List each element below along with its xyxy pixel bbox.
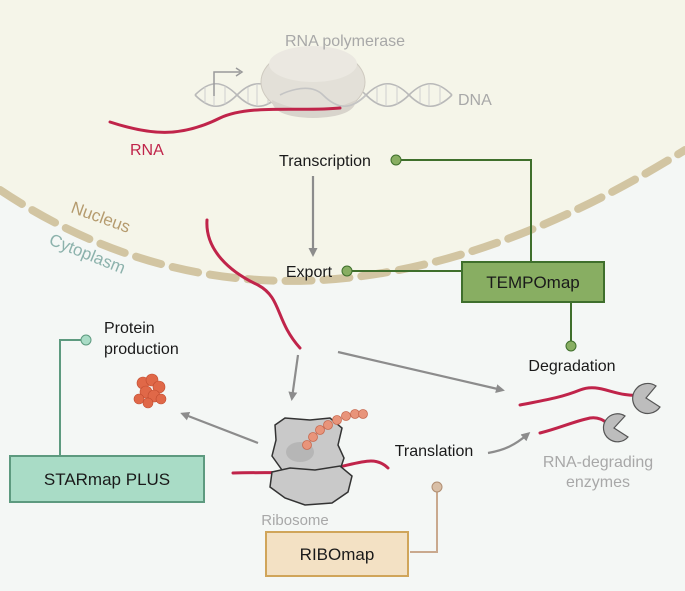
dna-label: DNA: [458, 92, 492, 109]
ribomap-connector: [410, 488, 438, 553]
protein-production-label-line2: production: [104, 341, 179, 358]
nascent-peptide-chain: [302, 409, 368, 450]
protein-production-label-line1: Protein: [104, 320, 155, 337]
starmap-plus-label: STARmap PLUS: [44, 470, 170, 489]
rna-degrading-enzymes-label-line1: RNA-degrading: [543, 454, 653, 471]
tempomap-transcription-dot: [390, 154, 402, 166]
tempomap-label: TEMPOmap: [486, 273, 580, 292]
transcription-start-arrow-icon: [213, 67, 244, 96]
rna-label: RNA: [130, 142, 164, 159]
ribomap-label: RIBOmap: [300, 545, 375, 564]
rna-polymerase-label: RNA polymerase: [285, 33, 405, 50]
tempomap-export-dot: [341, 265, 353, 277]
starmap-protein-dot: [80, 334, 92, 346]
ribosome-icon: [269, 417, 353, 506]
export-to-degradation-arrow: [337, 350, 505, 394]
export-label: Export: [286, 264, 333, 281]
translation-to-degradation-arrow: [487, 432, 531, 455]
rna-polymerase-icon: [260, 46, 366, 118]
dna-front-strand: [279, 87, 367, 108]
degradation-label: Degradation: [528, 358, 615, 375]
rna-degrading-enzyme-2-icon: [602, 413, 629, 443]
rna-degrading-enzymes-label-line2: enzymes: [566, 474, 630, 491]
protein-icon: [133, 373, 167, 409]
tempomap-degradation-dot: [565, 340, 577, 352]
export-to-ribosome-arrow: [288, 354, 300, 401]
starmap-connector: [59, 339, 85, 456]
tempomap-box: TEMPOmap: [461, 261, 605, 303]
ribomap-box: RIBOmap: [265, 531, 409, 577]
starmap-plus-box: STARmap PLUS: [9, 455, 205, 503]
exported-rna: [205, 218, 302, 350]
tempomap-connectors: [347, 159, 572, 344]
ribosome-to-protein-arrow: [180, 411, 259, 445]
ribosome-label: Ribosome: [261, 512, 329, 529]
degrading-rna-1: [518, 386, 644, 407]
nascent-rna: [108, 106, 342, 134]
translation-label: Translation: [395, 443, 474, 460]
ribomap-translation-dot: [431, 481, 443, 493]
nuclear-membrane: [0, 146, 685, 285]
rna-degrading-enzyme-1-icon: [632, 382, 661, 414]
transcription-label: Transcription: [279, 153, 371, 170]
